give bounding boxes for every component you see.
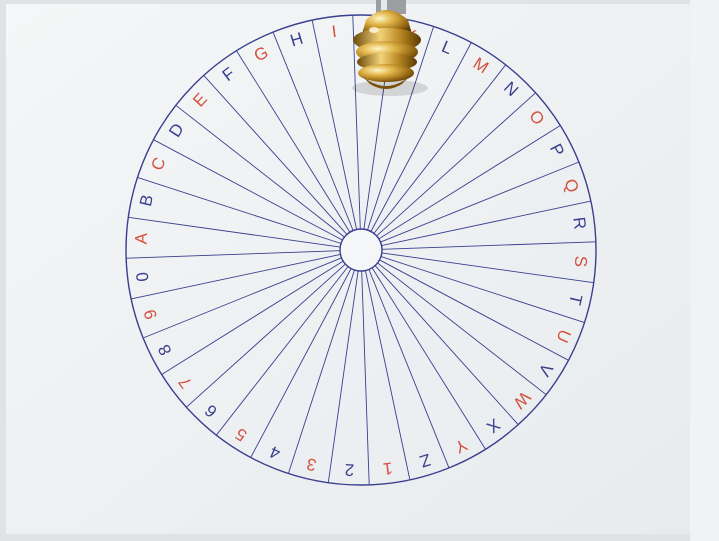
dial-label-2: 2 bbox=[344, 460, 354, 479]
dial-label-r: R bbox=[569, 216, 589, 231]
paper-edge bbox=[690, 0, 719, 541]
dial-label-s: S bbox=[571, 255, 591, 267]
dial-label-a: A bbox=[132, 232, 152, 245]
dial-center-hub bbox=[340, 229, 382, 271]
